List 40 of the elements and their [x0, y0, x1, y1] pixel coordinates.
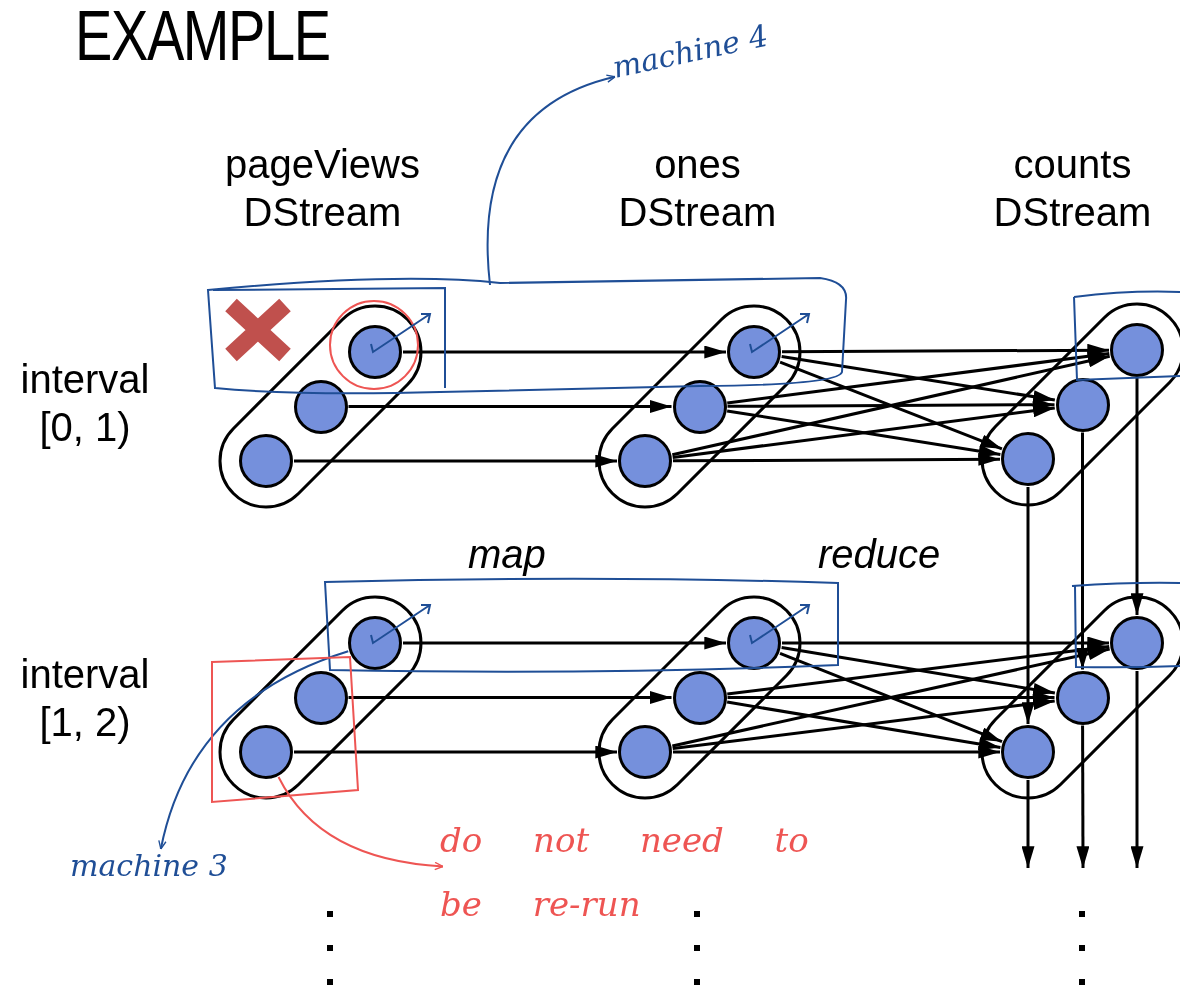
arrow	[671, 354, 1111, 457]
arrow	[726, 700, 1001, 751]
arrow	[1130, 671, 1144, 868]
arrow	[727, 642, 1110, 696]
column-header: counts DStream	[992, 141, 1153, 236]
annotation-arrow	[486, 74, 616, 286]
arrow	[672, 404, 1055, 459]
arrow	[673, 745, 1000, 759]
arrow	[779, 360, 1003, 451]
title: EXAMPLE	[75, 0, 330, 72]
row-label: interval [0, 1)	[19, 356, 151, 451]
arrow	[781, 646, 1056, 696]
arrow	[1021, 487, 1035, 724]
column-header: pageViews DStream	[224, 141, 421, 236]
arrow	[673, 452, 1000, 466]
arrow	[779, 651, 1003, 744]
arrow	[1130, 378, 1144, 615]
handwritten-note: machine 4	[608, 0, 856, 105]
arrow	[294, 454, 617, 468]
operation-label: reduce	[818, 531, 941, 578]
arrow	[1021, 780, 1035, 868]
arrow	[403, 345, 726, 359]
arrow	[781, 354, 1056, 404]
arrow	[672, 647, 1110, 748]
column-header: ones DStream	[617, 141, 778, 236]
arrow	[348, 691, 672, 704]
arrow	[672, 697, 1055, 751]
arrow	[403, 636, 726, 650]
handwritten-note: do not need to be re-run	[440, 808, 890, 948]
arrow	[726, 409, 1001, 458]
arrow	[727, 349, 1110, 405]
row-label: interval [1, 2)	[19, 651, 151, 746]
annotation-arrow	[158, 650, 350, 850]
annotation-arrow	[277, 776, 444, 871]
arrow	[348, 400, 672, 413]
arrow	[1076, 725, 1090, 868]
arrow	[294, 745, 617, 759]
operation-label: map	[468, 531, 546, 578]
handwritten-note: machine 3	[70, 846, 245, 886]
arrow	[1076, 432, 1089, 670]
